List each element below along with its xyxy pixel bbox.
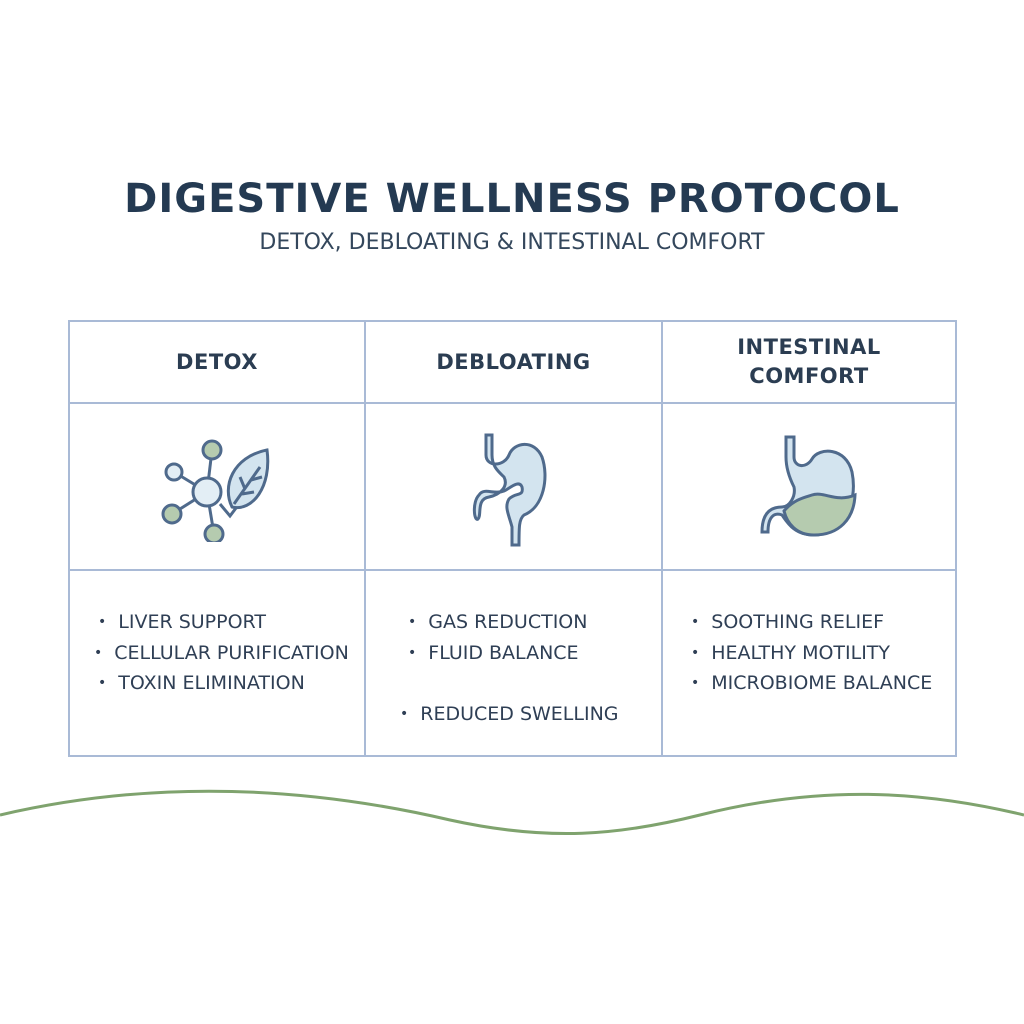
- list-item: HEALTHY MOTILITY: [691, 638, 932, 669]
- list-item: SOOTHING RELIEF: [691, 607, 932, 638]
- list-item: LIVER SUPPORT: [98, 607, 349, 638]
- list-item: MICROBIOME BALANCE: [691, 668, 932, 699]
- stomach-icon: [663, 404, 955, 571]
- heading-text: INTESTINAL COMFORT: [737, 335, 881, 388]
- stomach-intestine-icon: [366, 404, 663, 571]
- page-subtitle: DETOX, DEBLOATING & INTESTINAL COMFORT: [259, 230, 765, 255]
- decorative-wave: [0, 789, 1024, 836]
- protocol-table: DETOX DEBLOATING INTESTINAL COMFORT LIVE…: [68, 320, 957, 757]
- list-item: GAS REDUCTION: [408, 607, 619, 638]
- heading-intestinal-comfort: INTESTINAL COMFORT: [663, 322, 955, 404]
- heading-debloating: DEBLOATING: [366, 322, 663, 404]
- heading-detox: DETOX: [70, 322, 366, 404]
- molecule-leaf-icon: [70, 404, 366, 571]
- list-item: CELLULAR PURIFICATION: [94, 638, 349, 669]
- list-item: REDUCED SWELLING: [400, 699, 618, 730]
- list-item: TOXIN ELIMINATION: [98, 668, 349, 699]
- page-title: DIGESTIVE WELLNESS PROTOCOL: [124, 176, 900, 222]
- debloating-benefits: GAS REDUCTIONFLUID BALANCE REDUCED SWELLI…: [366, 571, 663, 755]
- detox-benefits: LIVER SUPPORTCELLULAR PURIFICATIONTOXIN …: [70, 571, 366, 755]
- list-item: FLUID BALANCE: [408, 638, 619, 669]
- intestinal-comfort-benefits: SOOTHING RELIEFHEALTHY MOTILITYMICROBIOM…: [663, 571, 955, 755]
